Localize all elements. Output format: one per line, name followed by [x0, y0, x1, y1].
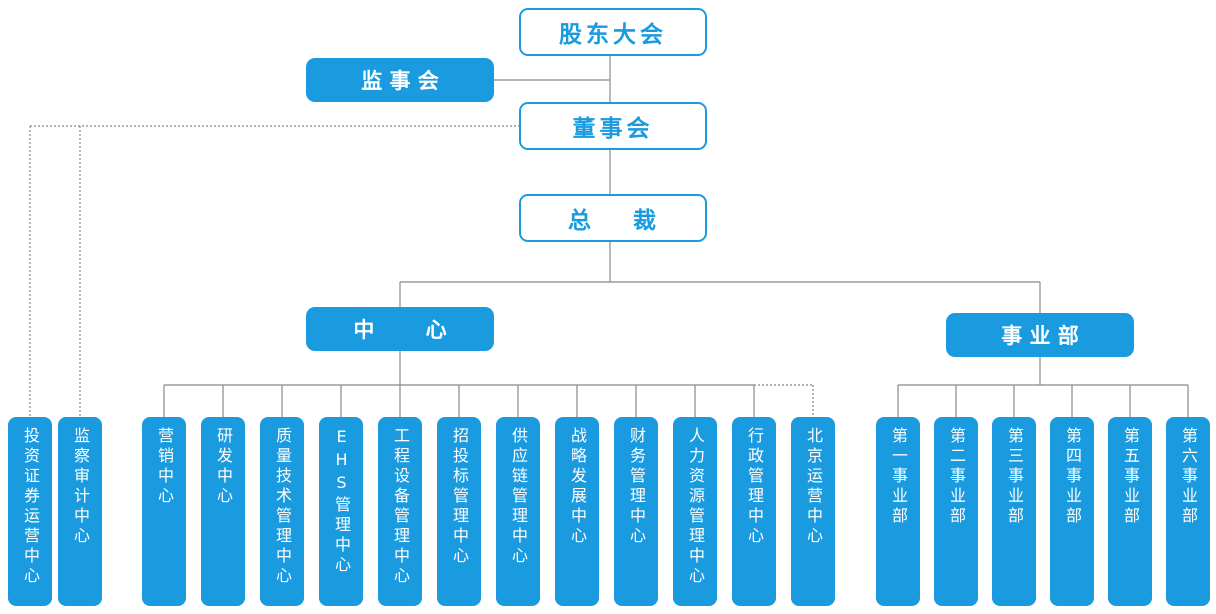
node-label: EHS管理中心: [332, 427, 351, 576]
centers-node: 战略发展中心: [555, 417, 599, 606]
business-units-node: 第三事业部: [992, 417, 1036, 606]
node-label: 北京运营中心: [804, 427, 823, 547]
node-label: 财务管理中心: [627, 427, 646, 547]
centers-node: 财务管理中心: [614, 417, 658, 606]
centers-node: 招投标管理中心: [437, 417, 481, 606]
business-units-node: 第六事业部: [1166, 417, 1210, 606]
board-direct-node: 监察审计中心: [58, 417, 102, 606]
node-label: 第五事业部: [1121, 427, 1140, 527]
centers-node: EHS管理中心: [319, 417, 363, 606]
business-units-node: 第五事业部: [1108, 417, 1152, 606]
node-label: 质量技术管理中心: [273, 427, 292, 587]
node-label: 第六事业部: [1179, 427, 1198, 527]
node-label: 第三事业部: [1005, 427, 1024, 527]
node-label: 第二事业部: [947, 427, 966, 527]
centers-node: 供应链管理中心: [496, 417, 540, 606]
node-label: 研发中心: [214, 427, 233, 507]
node-label: 工程设备管理中心: [391, 427, 410, 587]
node-board: 董事会: [519, 102, 707, 150]
centers-node: 研发中心: [201, 417, 245, 606]
board-direct-node: 投资证券运营中心: [8, 417, 52, 606]
business-units-node: 第四事业部: [1050, 417, 1094, 606]
centers-node: 工程设备管理中心: [378, 417, 422, 606]
node-label: 战略发展中心: [568, 427, 587, 547]
node-label: 人力资源管理中心: [686, 427, 705, 587]
centers-node: 北京运营中心: [791, 417, 835, 606]
centers-node: 质量技术管理中心: [260, 417, 304, 606]
node-shareholders: 股东大会: [519, 8, 707, 56]
node-label: 营销中心: [155, 427, 174, 507]
node-label: 招投标管理中心: [450, 427, 469, 567]
node-centers: 中 心: [306, 307, 494, 351]
node-label: 投资证券运营中心: [21, 427, 40, 587]
business-units-node: 第二事业部: [934, 417, 978, 606]
business-units-node: 第一事业部: [876, 417, 920, 606]
node-president: 总 裁: [519, 194, 707, 242]
centers-node: 行政管理中心: [732, 417, 776, 606]
centers-node: 营销中心: [142, 417, 186, 606]
node-label: 供应链管理中心: [509, 427, 528, 567]
node-supervisors: 监 事 会: [306, 58, 494, 102]
node-label: 监察审计中心: [71, 427, 90, 547]
node-label: 行政管理中心: [745, 427, 764, 547]
node-label: 第一事业部: [889, 427, 908, 527]
node-business-units: 事 业 部: [946, 313, 1134, 357]
centers-node: 人力资源管理中心: [673, 417, 717, 606]
node-label: 第四事业部: [1063, 427, 1082, 527]
